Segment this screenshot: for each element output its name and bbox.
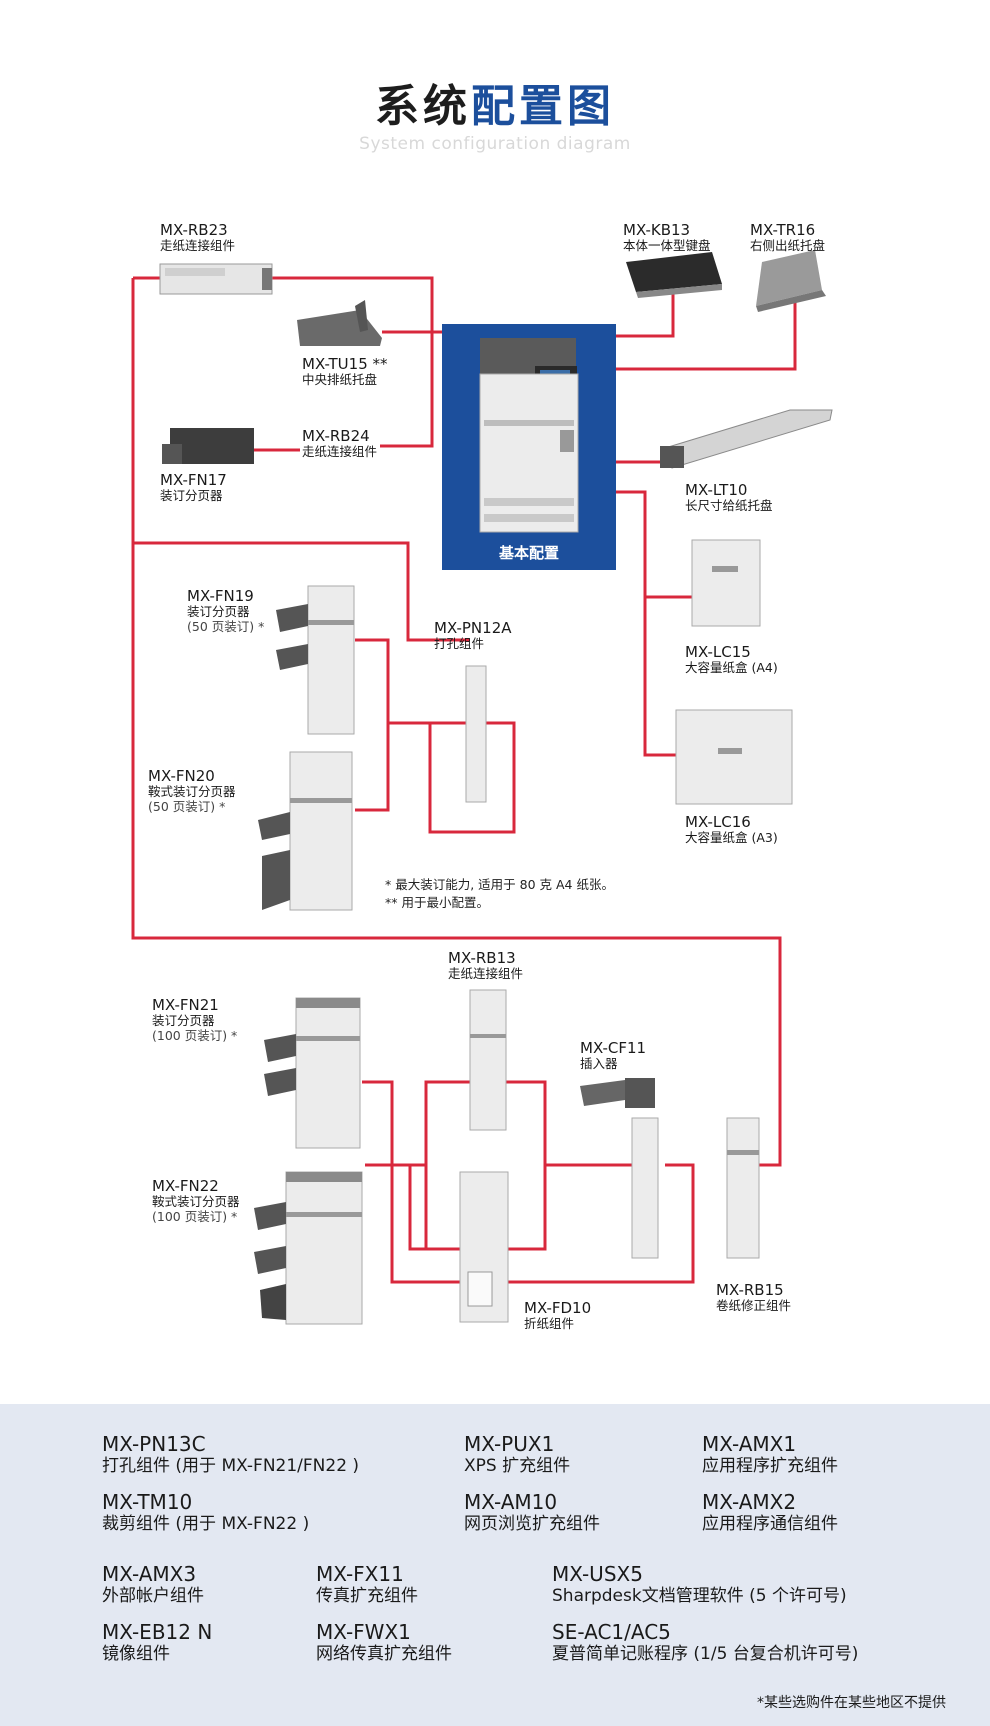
pn12a-illustration (465, 665, 487, 803)
rb13-illustration (469, 989, 507, 1131)
title-part-2: 配置图 (471, 81, 615, 132)
footnote: *某些选购件在某些地区不提供 (757, 1695, 946, 1711)
line-fn22 (365, 1163, 460, 1251)
lc15-illustration (691, 539, 761, 627)
kb13-illustration (626, 252, 722, 298)
rb23-illustration (159, 263, 273, 295)
fn17-illustration (162, 428, 254, 464)
fn20-illustration (258, 751, 353, 911)
line-fn19 (355, 638, 390, 812)
note-line-1: * 最大装订能力, 适用于 80 克 A4 纸张。 (385, 877, 614, 892)
page-title: 系统配置图 (0, 70, 990, 134)
tr16-illustration (756, 250, 826, 312)
base-machine-illustration (479, 338, 579, 533)
line-tr16 (616, 300, 797, 371)
page-subtitle: System configuration diagram (359, 134, 631, 154)
tu15-illustration (297, 300, 382, 346)
line-fn21 (362, 1080, 695, 1284)
diagram-notes: * 最大装订能力, 适用于 80 克 A4 纸张。 ** 用于最小配置。 (385, 876, 614, 912)
line-pn12a-loop (388, 721, 516, 834)
fn22-illustration (254, 1171, 363, 1325)
line-rb23-right (272, 276, 434, 448)
title-part-1: 系统 (375, 81, 471, 132)
line-rb23-loop (131, 278, 782, 1167)
options-panel (0, 1404, 990, 1726)
fn21-illustration (264, 997, 361, 1149)
base-configuration-label: 基本配置 (498, 544, 559, 562)
lt10-illustration (660, 409, 833, 469)
fd10-illustration (459, 1171, 509, 1323)
note-line-2: ** 用于最小配置。 (385, 895, 489, 911)
line-fn17-top (133, 541, 470, 642)
fn19-illustration (276, 585, 355, 735)
cf11-illustration (580, 1078, 659, 1259)
label-tu15: MX-TU15 **中央排纸托盘 (302, 355, 388, 388)
line-kb13 (616, 292, 675, 338)
rb15-illustration (726, 1117, 760, 1259)
line-lc-branch (616, 490, 676, 757)
configuration-diagram (131, 250, 833, 1325)
lc16-illustration (675, 709, 793, 805)
